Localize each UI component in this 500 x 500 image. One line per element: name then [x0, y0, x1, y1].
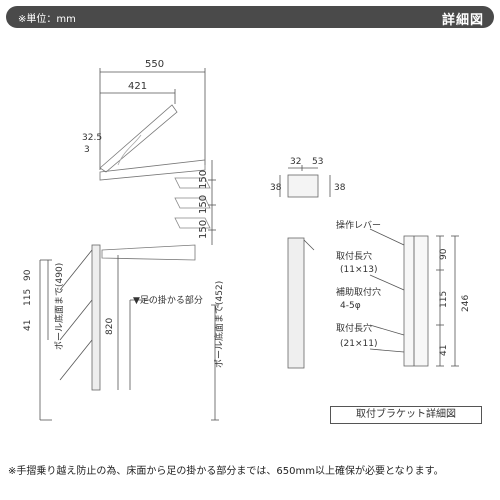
- label-foot-part: ▼足の掛かる部分: [133, 294, 203, 306]
- label-aux-hole: 補助取付穴: [336, 286, 381, 298]
- label-mount-hole-1-size: (11×13): [340, 265, 377, 275]
- dim-150-c: 150: [198, 220, 209, 239]
- footnote: ※手摺乗り越え防止の為、床面から足の掛かる部分までは、650mm以上確保が必要と…: [8, 466, 444, 477]
- dim-left-38: 38: [270, 183, 282, 193]
- dim-820: 820: [105, 318, 115, 335]
- detail-badge: 詳細図: [441, 13, 484, 28]
- dim-left-115: 115: [23, 289, 33, 306]
- label-pole-490: ポール底面まで(490): [53, 263, 65, 350]
- dim-r41: 41: [439, 345, 449, 356]
- dim-550: 550: [145, 59, 164, 70]
- bracket-caption: 取付ブラケット詳細図: [330, 406, 482, 424]
- unit-label: ※単位：mm: [18, 14, 76, 25]
- label-mount-hole-1: 取付長穴: [336, 250, 372, 262]
- dim-left-90: 90: [23, 269, 33, 281]
- dim-325: 32.5: [82, 133, 102, 143]
- dim-150-b: 150: [198, 170, 209, 189]
- label-aux-hole-size: 4-5φ: [340, 301, 361, 311]
- dim-421: 421: [128, 81, 147, 92]
- dim-53: 53: [312, 157, 323, 167]
- dim-r115: 115: [439, 291, 449, 308]
- header-bar: ※単位：mm 詳細図: [6, 6, 494, 28]
- dim-32: 32: [290, 157, 301, 167]
- dim-150-a: 150: [198, 195, 209, 214]
- label-pole-452: ポール底面まで(452): [213, 281, 225, 368]
- dim-r246: 246: [461, 295, 471, 312]
- dim-right-38: 38: [334, 183, 346, 193]
- dim-r90: 90: [439, 248, 449, 260]
- label-mount-hole-2-size: (21×11): [340, 339, 377, 349]
- label-lever: 操作レバー: [336, 219, 381, 231]
- label-mount-hole-2: 取付長穴: [336, 322, 372, 334]
- dim-3: 3: [84, 145, 90, 155]
- dim-left-41: 41: [23, 320, 33, 331]
